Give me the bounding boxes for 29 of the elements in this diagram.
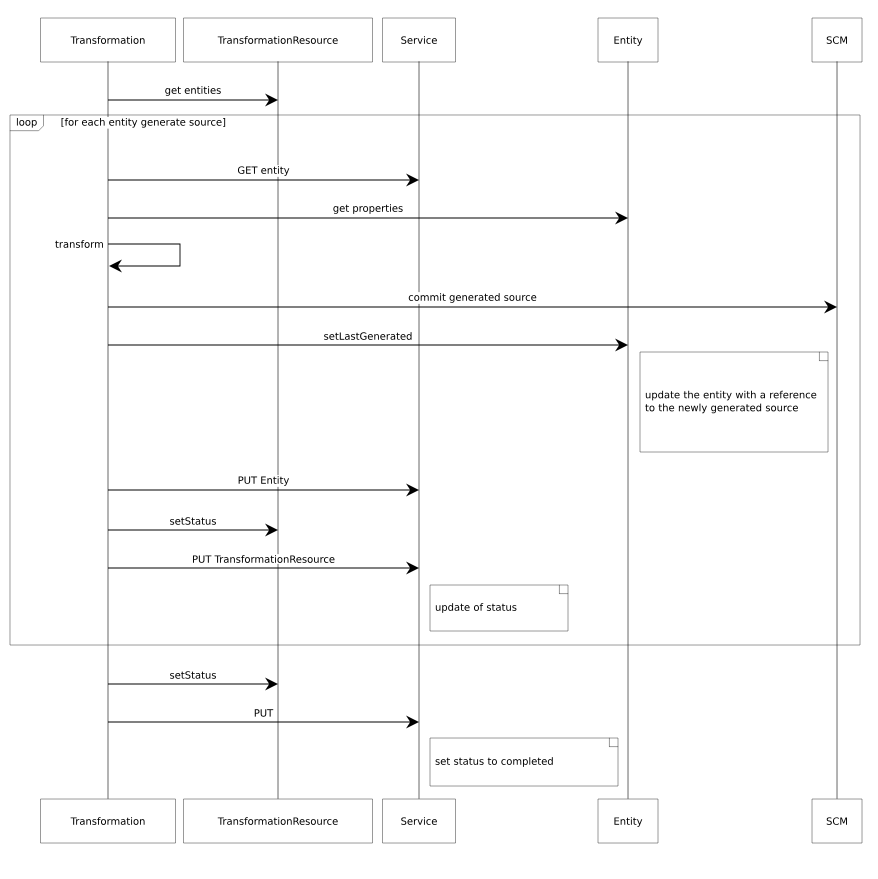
participant-box: Entity — [598, 798, 658, 844]
lifeline — [418, 61, 420, 799]
guard-text: [for each entity generate source] — [60, 117, 227, 129]
message-label: commit generated source — [407, 292, 538, 304]
participant-box: Service — [382, 798, 456, 844]
message-label: get entities — [164, 85, 222, 97]
lifeline — [836, 61, 838, 799]
message-label: transform — [54, 239, 105, 249]
participant-box: TransformationResource — [183, 798, 373, 844]
note-box: set status to completed — [430, 738, 618, 786]
message-label: PUT TransformationResource — [191, 554, 336, 564]
participant-box: SCM — [812, 18, 862, 62]
participant-box: SCM — [812, 798, 862, 844]
message-label: PUT — [252, 708, 274, 718]
participant-box: TransformationResource — [183, 18, 373, 62]
note-box: update of status — [430, 584, 568, 632]
message-label: GET entity — [236, 165, 291, 177]
message-label: get properties — [332, 203, 404, 215]
message-label: setLastGenerated — [322, 331, 414, 341]
message-label: PUT Entity — [236, 475, 290, 487]
participant-box: Entity — [598, 18, 658, 62]
participant-box: Transformation — [40, 798, 176, 844]
loop-tab: loop — [10, 114, 44, 132]
participant-box: Service — [382, 18, 456, 62]
self-message-arrow — [108, 244, 180, 273]
message-label: setStatus — [168, 516, 218, 526]
participant-box: Transformation — [40, 18, 176, 62]
note-box: update the entity with a reference to the newly generated source — [640, 352, 828, 452]
message-label: setStatus — [168, 670, 218, 680]
